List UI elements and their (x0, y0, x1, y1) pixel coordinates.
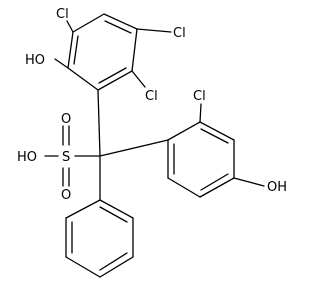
bond-right-ring-1 (167, 121, 201, 141)
bond-right-ring-2-inner (200, 128, 229, 144)
label-ho-top: HO (25, 53, 45, 68)
label-sulfur: S (62, 150, 70, 165)
bond-right-ring-5 (167, 177, 201, 198)
bond-upper-ring-1 (67, 67, 99, 91)
bond-upper-ring-2-inner (73, 35, 79, 65)
bond-right-ring-4-inner (200, 173, 229, 191)
bond-cl-mid (131, 70, 146, 88)
bond-right-ring-4 (199, 177, 235, 198)
bond-phenyl-3 (99, 256, 134, 278)
label-sulfonic-o-top: O (61, 112, 71, 127)
bond-ho-top (54, 58, 69, 69)
bond-cl-top-right (136, 28, 172, 33)
bond-cl-top-left (66, 20, 74, 33)
bond-upper-ring-5 (131, 28, 138, 72)
label-sulfonic-o-bottom: O (61, 188, 71, 203)
label-cl-top-left: Cl (56, 7, 69, 22)
bond-phenyl-4 (65, 256, 101, 278)
bond-phenyl-1-inner (99, 206, 128, 223)
label-cl-mid: Cl (145, 89, 158, 104)
label-sulfonic-ho: HO (17, 150, 37, 165)
bond-center-to-right-ring (99, 139, 169, 157)
bond-upper-ring-6 (97, 70, 133, 91)
bond-upper-ring-2 (67, 31, 74, 69)
label-oh-right: OH (267, 180, 287, 195)
bond-phenyl-1 (99, 199, 134, 219)
label-cl-right: Cl (193, 89, 206, 104)
bond-upper-ring-3 (72, 13, 105, 33)
bond-cl-right (199, 103, 202, 123)
atom-labels: Cl Cl Cl HO Cl OH S HO O O (17, 7, 287, 203)
bond-upper-ring-4-inner (104, 20, 132, 34)
bond-right-ring-2 (199, 121, 235, 141)
label-cl-top-right: Cl (173, 26, 186, 41)
bond-upper-ring-to-center (97, 89, 101, 157)
bond-oh-right (233, 177, 265, 187)
bond-phenyl-6 (65, 199, 101, 219)
chemical-structure-diagram: Cl Cl Cl HO Cl OH S HO O O (17, 7, 287, 278)
bond-phenyl-3-inner (99, 252, 128, 271)
bond-lines (44, 13, 265, 278)
bond-upper-ring-6-inner (98, 67, 127, 84)
bond-upper-ring-4 (103, 13, 138, 30)
